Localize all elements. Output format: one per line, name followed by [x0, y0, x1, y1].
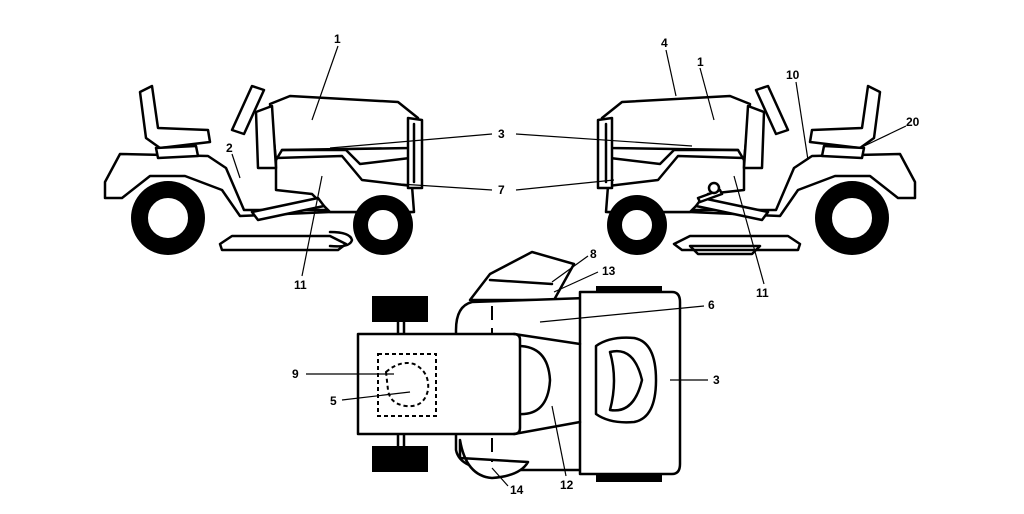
tractor-right-side-view	[596, 84, 917, 256]
tractor-top-view	[356, 250, 682, 482]
callout-13: 13	[602, 264, 616, 278]
callout-3-top: 3	[713, 373, 720, 387]
callout-3-side: 3	[498, 127, 505, 141]
callout-11-right: 11	[756, 286, 769, 300]
leader-lines	[231, 45, 907, 487]
callout-12: 12	[560, 478, 574, 492]
discharge-chute	[468, 250, 576, 302]
callout-10: 10	[786, 68, 800, 82]
tractor-left-side-view	[103, 84, 424, 255]
callout-1-right: 1	[697, 55, 704, 69]
callout-labels: 1 1 2 3 3 4 5 6 7 8 9 10 11 11 12 13 14 …	[226, 32, 920, 497]
callout-20: 20	[906, 115, 920, 129]
callout-14: 14	[510, 483, 524, 497]
rear-tire-lower	[596, 474, 662, 482]
seat-right	[808, 84, 882, 150]
callout-9: 9	[292, 367, 299, 381]
callout-6: 6	[708, 298, 715, 312]
steering-wheel-left	[230, 84, 266, 136]
callout-4: 4	[661, 36, 668, 50]
callout-2: 2	[226, 141, 233, 155]
callout-1-left: 1	[334, 32, 341, 46]
callout-11-left: 11	[294, 278, 307, 292]
mower-deck-left	[218, 234, 348, 252]
front-tire-lower	[372, 446, 428, 472]
callout-7: 7	[498, 183, 505, 197]
front-tire-upper	[372, 296, 428, 322]
rear-tire-upper	[596, 286, 662, 294]
steering-wheel-right	[754, 84, 790, 136]
hood-decal-outline	[377, 353, 437, 417]
seat-left	[138, 84, 212, 150]
callout-8: 8	[590, 247, 597, 261]
callout-5: 5	[330, 394, 337, 408]
hood-top-view	[356, 332, 522, 436]
